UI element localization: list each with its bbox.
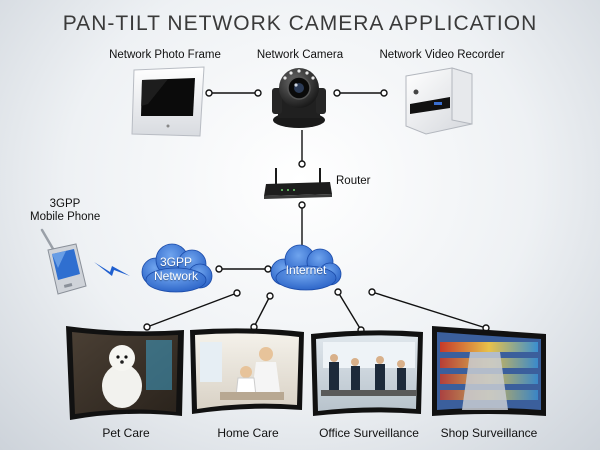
office-surveillance-label: Office Surveillance xyxy=(319,426,419,440)
3gpp-network-label-line1: 3GPP xyxy=(159,255,192,269)
3gpp-network-label-line2: Network xyxy=(153,269,198,283)
shop-surveillance-label: Shop Surveillance xyxy=(440,426,538,440)
router-icon xyxy=(264,168,332,199)
nvr-label: Network Video Recorder xyxy=(379,49,505,61)
mobile-phone-icon xyxy=(40,228,87,295)
router-label: Router xyxy=(336,175,371,187)
phone-label-line2: Mobile Phone xyxy=(30,211,101,223)
diagram-title: PAN-TILT NETWORK CAMERA APPLICATION xyxy=(62,12,538,35)
pet-care-photo xyxy=(66,326,184,420)
pet-care-label: Pet Care xyxy=(102,426,150,440)
office-surveillance-photo xyxy=(311,330,423,416)
photo-frame-icon xyxy=(131,66,205,137)
network-camera-label: Network Camera xyxy=(256,49,344,61)
home-care-photo xyxy=(190,328,304,414)
internet-cloud-icon xyxy=(270,244,342,291)
3gpp-network-cloud-icon xyxy=(141,243,213,293)
wireless-signal-icon xyxy=(94,262,130,276)
internet-label: Internet xyxy=(285,263,327,277)
nvr-icon xyxy=(405,67,473,135)
shop-surveillance-photo xyxy=(432,326,546,416)
phone-label-line1: 3GPP xyxy=(49,198,81,210)
photo-frame-label: Network Photo Frame xyxy=(109,49,221,61)
home-care-label: Home Care xyxy=(217,426,279,440)
network-camera-icon xyxy=(272,68,326,128)
